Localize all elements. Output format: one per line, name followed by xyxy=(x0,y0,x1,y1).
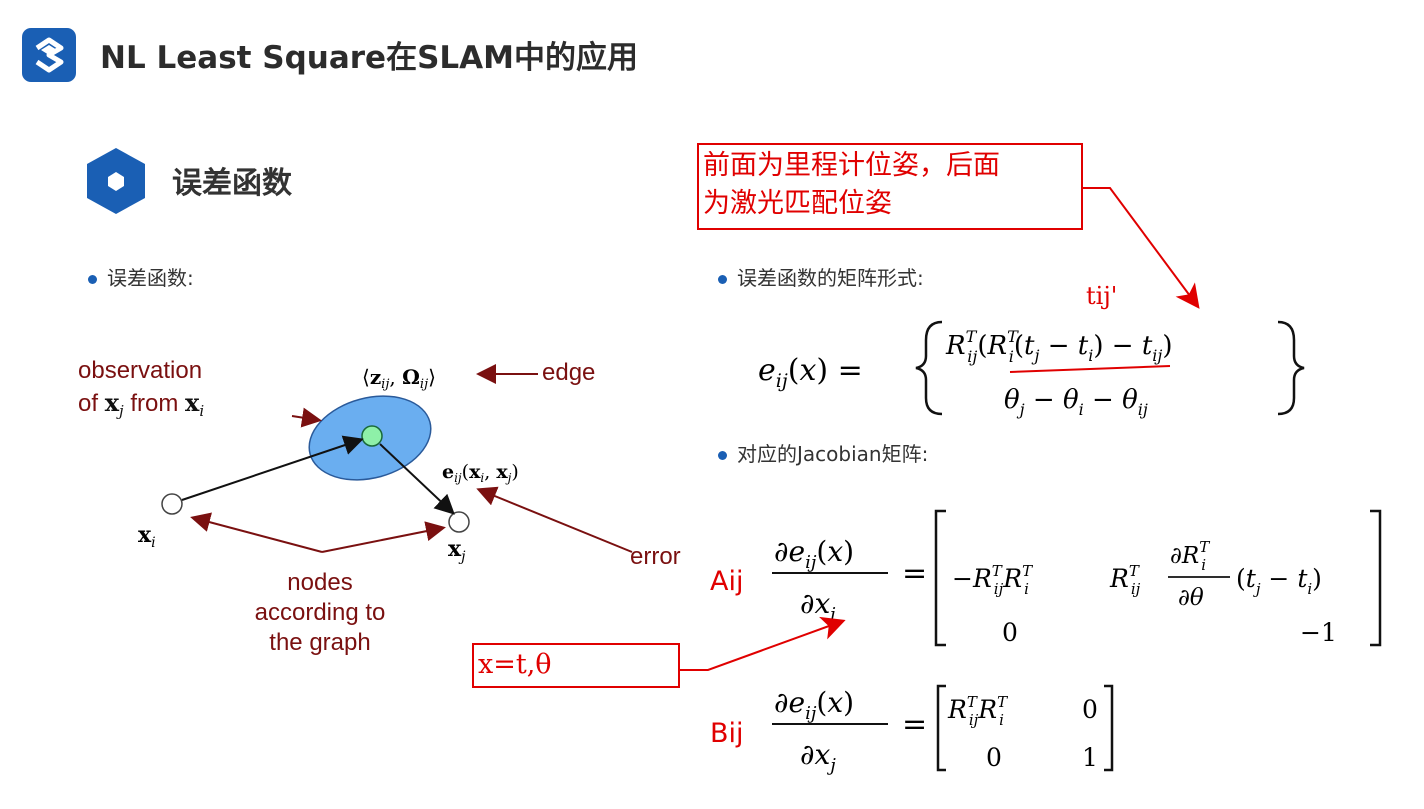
error-formula: eij(xi, xj) xyxy=(442,461,519,485)
nodes-pointer-left xyxy=(190,512,323,553)
nodes-label: nodes according to the graph xyxy=(254,569,386,656)
hexagon-icon xyxy=(84,146,148,216)
bullet-jacobian: 对应的Jacobian矩阵: xyxy=(718,438,928,467)
node-xi xyxy=(161,493,183,515)
annotation-arrow-pose xyxy=(1083,187,1200,309)
measurement-arrow xyxy=(181,435,364,501)
svg-text:θj − θi − θij: θj − θi − θij xyxy=(1004,385,1148,419)
annotation-arrow-x xyxy=(680,616,846,671)
tij-prime-label: tij' xyxy=(1086,282,1118,310)
svg-text:=: = xyxy=(902,707,927,742)
svg-text:∂eij(x): ∂eij(x) xyxy=(774,686,854,724)
error-arrow xyxy=(379,443,455,515)
svg-text:−1: −1 xyxy=(1300,618,1337,647)
graph-diagram: ⟨zij, Ωij⟩ eij(xi, xj) xi xj xyxy=(138,364,633,565)
edge-label: edge xyxy=(542,359,596,386)
bullet-dot xyxy=(88,275,97,284)
underline-mark xyxy=(1009,365,1171,373)
bullet-error-function: 误差函数: xyxy=(88,262,194,291)
bij-label: Bij xyxy=(710,718,744,749)
svg-text:0: 0 xyxy=(1002,618,1018,647)
section-title: 误差函数 xyxy=(172,166,292,201)
annotation-box-pose: 前面为里程计位姿，后面 为激光匹配位姿 xyxy=(697,143,1083,230)
annotation-box-x: x=t,θ xyxy=(472,643,680,688)
bullet-dot xyxy=(718,451,727,460)
svg-text:eij(x) =: eij(x) = xyxy=(758,353,863,392)
svg-text:∂RTi: ∂RTi xyxy=(1170,538,1210,574)
bullet-text: 误差函数: xyxy=(107,266,194,290)
observation-label-line2: of xj from xi xyxy=(78,388,205,420)
error-label: error xyxy=(630,543,681,570)
observation-label-line1: observation xyxy=(78,357,203,384)
svg-text:∂xj: ∂xj xyxy=(800,738,836,776)
svg-text:0: 0 xyxy=(1082,695,1098,724)
bullet-dot xyxy=(718,275,727,284)
svg-text:1: 1 xyxy=(1082,743,1098,772)
bullet-matrix-form: 误差函数的矩阵形式: xyxy=(718,262,924,291)
logo-s-icon xyxy=(22,28,76,82)
nodes-pointer-right xyxy=(321,521,446,553)
svg-text:(tj − ti): (tj − ti) xyxy=(1236,564,1322,598)
aij-label: Aij xyxy=(710,566,744,597)
page-title: NL Least Square在SLAM中的应用 xyxy=(100,40,638,76)
observation-pointer xyxy=(291,407,322,428)
svg-text:0: 0 xyxy=(986,743,1002,772)
node-xj xyxy=(448,511,470,533)
error-pointer xyxy=(476,486,633,553)
svg-text:∂θ: ∂θ xyxy=(1178,585,1204,611)
svg-text:=: = xyxy=(902,556,927,591)
